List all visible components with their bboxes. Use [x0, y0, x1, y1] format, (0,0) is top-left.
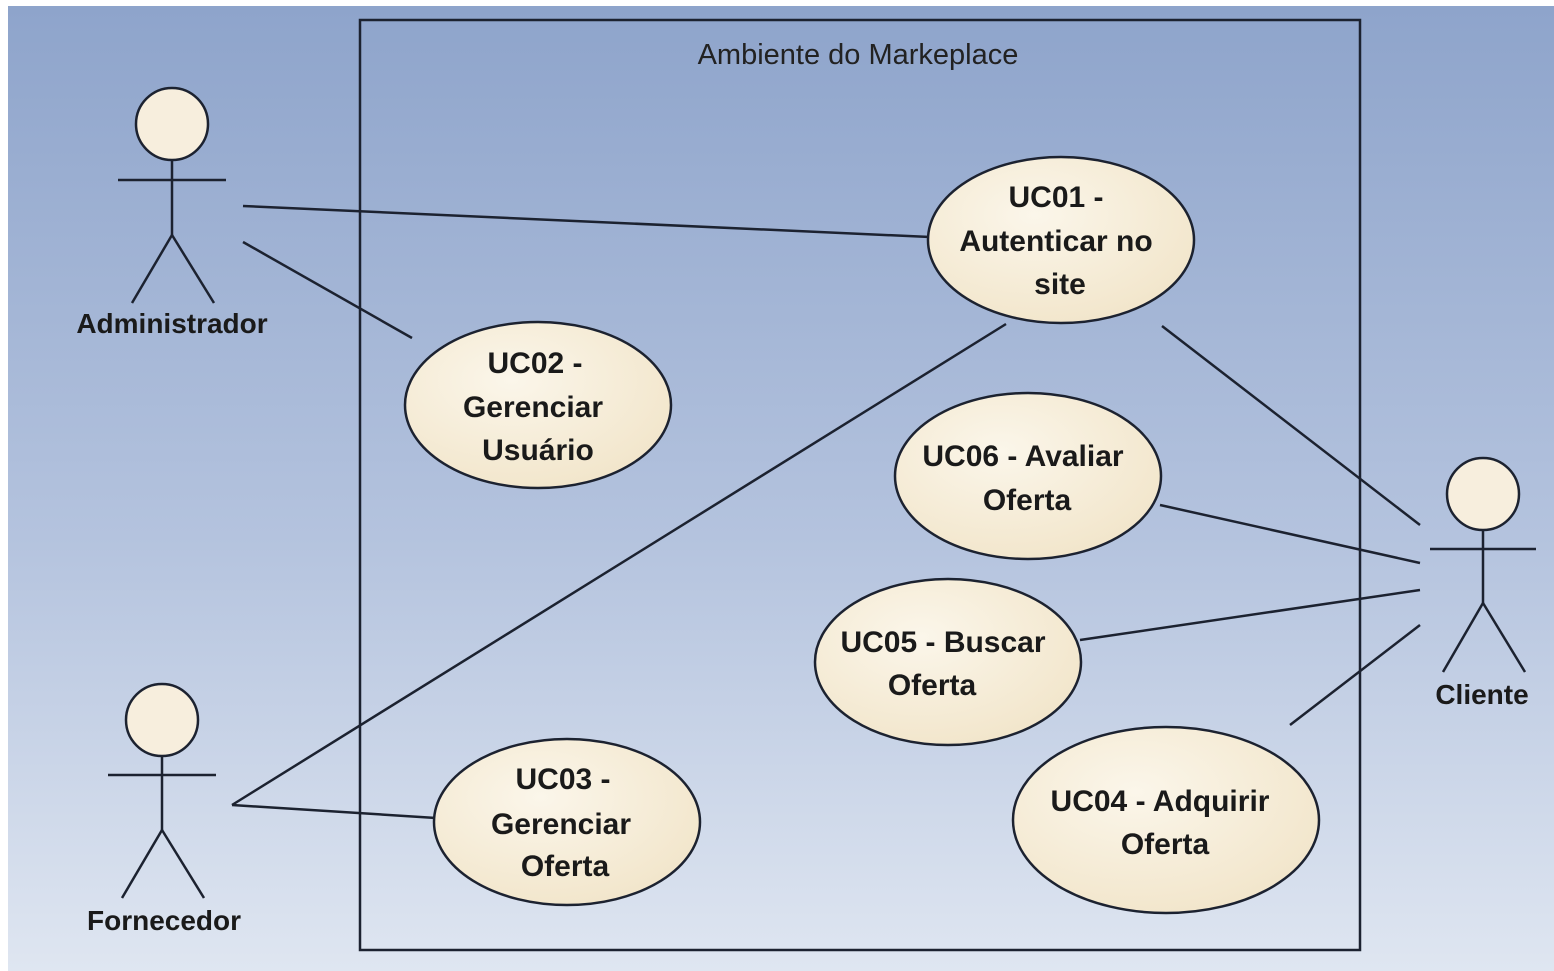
- actor-label-fornecedor: Fornecedor: [87, 905, 241, 936]
- use-case-uc01-line-1: UC01 -: [1008, 181, 1103, 214]
- use-case-uc04-line-2: Oferta: [1121, 828, 1210, 861]
- use-case-uc01: UC01 - Autenticar no site: [926, 155, 1196, 325]
- use-case-uc02: UC02 - Gerenciar Usuário: [403, 320, 673, 490]
- use-case-uc03-line-1: UC03 -: [515, 763, 610, 796]
- actor-cliente: [1430, 456, 1536, 673]
- system-title: Ambiente do Markeplace: [698, 39, 1019, 71]
- use-case-uc03-line-3: Oferta: [521, 850, 610, 883]
- actor-head: [124, 682, 200, 758]
- use-case-uc05-line-2: Oferta: [888, 669, 977, 702]
- use-case-ellipse: [893, 391, 1163, 561]
- actor-label-administrador: Administrador: [76, 308, 267, 339]
- diagram-background: [8, 6, 1554, 971]
- use-case-uc03: UC03 - Gerenciar Oferta: [432, 737, 702, 907]
- use-case-ellipse: [1011, 725, 1321, 915]
- use-case-uc04-line-1: UC04 - Adquirir: [1051, 785, 1270, 818]
- use-case-uc02-line-2: Gerenciar: [463, 391, 603, 424]
- actor-right-leg: [170, 234, 216, 304]
- associations: [231, 204, 1421, 820]
- actor-right-leg: [160, 829, 206, 899]
- actor-administrador: [118, 86, 226, 304]
- use-case-uc04: UC04 - Adquirir Oferta: [1011, 725, 1321, 915]
- association-fornecedor-uc03: [231, 803, 437, 820]
- use-case-uc01-line-3: site: [1034, 268, 1086, 301]
- association-admin-uc02: [242, 240, 413, 340]
- actor-head: [134, 86, 210, 162]
- use-case-uc05-line-1: UC05 - Buscar: [840, 626, 1045, 659]
- use-case-uc02-line-3: Usuário: [482, 434, 594, 467]
- association-cliente-uc01: [1161, 325, 1421, 526]
- use-case-uc06-line-2: Oferta: [983, 484, 1072, 517]
- use-case-ellipse: [813, 577, 1083, 747]
- use-case-uc03-line-2: Gerenciar: [491, 808, 631, 841]
- actor-head: [1445, 456, 1521, 532]
- actor-right-leg: [1481, 602, 1527, 673]
- use-case-uc05: UC05 - Buscar Oferta: [813, 577, 1083, 747]
- use-case-uc06-line-1: UC06 - Avaliar: [922, 440, 1124, 473]
- association-admin-uc01: [242, 204, 931, 239]
- use-case-uc01-line-2: Autenticar no: [959, 225, 1152, 258]
- association-fornecedor-uc01: [231, 322, 1007, 807]
- association-cliente-uc06: [1159, 503, 1421, 565]
- actor-left-leg: [120, 829, 164, 899]
- actor-left-leg: [130, 234, 174, 304]
- use-case-ellipse: [432, 737, 702, 907]
- association-cliente-uc05: [1079, 588, 1421, 642]
- actor-left-leg: [1441, 602, 1485, 673]
- association-cliente-uc04: [1289, 624, 1421, 726]
- use-case-uc02-line-1: UC02 -: [487, 347, 582, 380]
- system-boundary: [358, 18, 1362, 952]
- use-case-ellipse: [926, 155, 1196, 325]
- actor-label-cliente: Cliente: [1435, 679, 1528, 710]
- use-case-uc06: UC06 - Avaliar Oferta: [893, 391, 1163, 561]
- actor-fornecedor: [108, 682, 216, 899]
- use-case-ellipse: [403, 320, 673, 490]
